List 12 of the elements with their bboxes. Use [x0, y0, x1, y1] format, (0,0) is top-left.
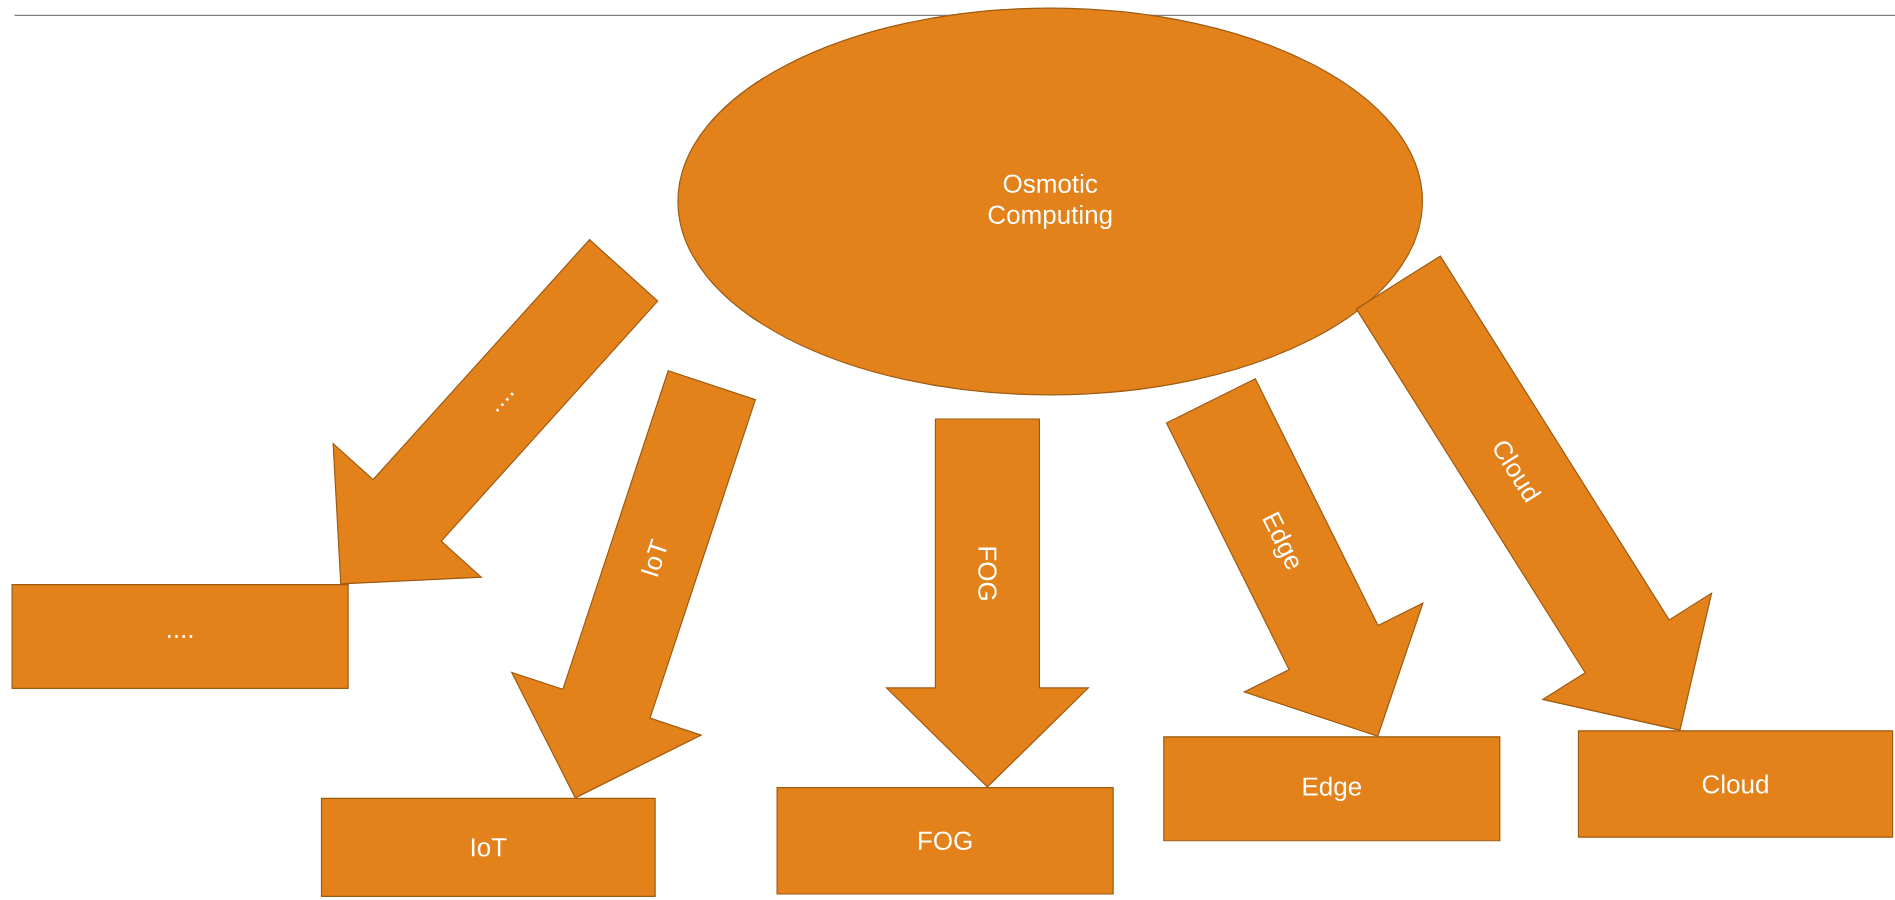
edge-label: Edge [1255, 507, 1307, 576]
edge-label: FOG [977, 544, 998, 603]
edge-label: .... [492, 389, 517, 416]
block-arrow [1355, 255, 1713, 731]
edge-label: IoT [638, 536, 671, 581]
box: .... [11, 583, 349, 690]
box: FOG [776, 787, 1114, 895]
block-arrow [885, 418, 1090, 788]
box: Cloud [1577, 730, 1894, 838]
block-arrow [1165, 378, 1424, 737]
box: IoT [320, 797, 656, 897]
box: Edge [1163, 736, 1501, 842]
